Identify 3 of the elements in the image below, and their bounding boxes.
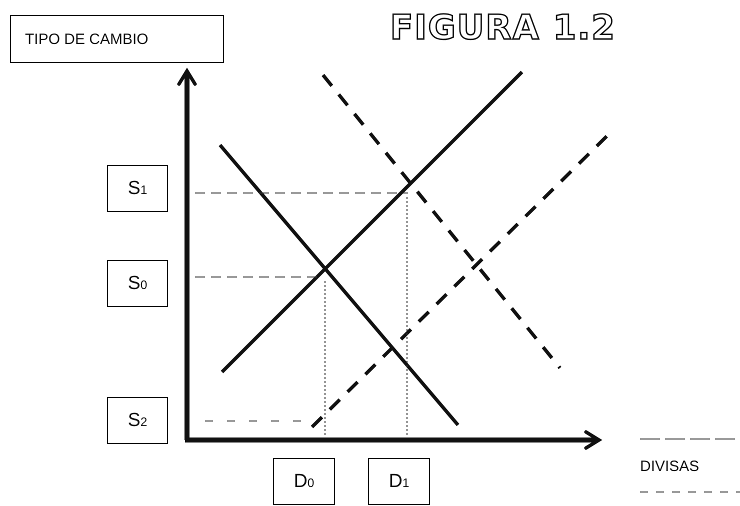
axis-label: DIVISAS [640, 458, 700, 475]
axis-label-box: TIPO DE CAMBIO [10, 15, 224, 63]
figure-title: FIGURA 1.2 [390, 8, 616, 48]
